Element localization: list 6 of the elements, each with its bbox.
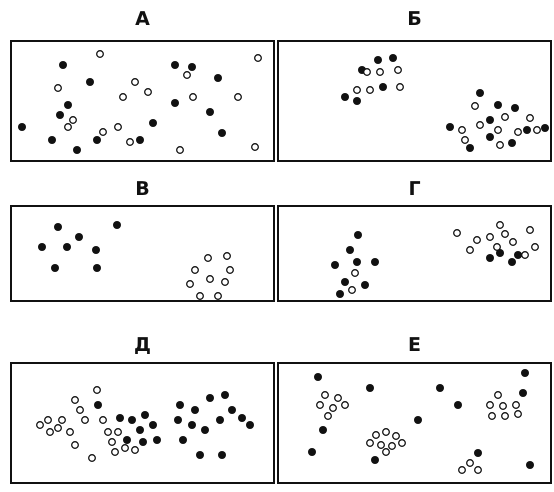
panel-heading: Г — [408, 178, 421, 200]
panel-heading: Д — [134, 334, 151, 356]
panel-heading: Б — [407, 8, 422, 30]
panel-heading: А — [135, 8, 150, 30]
panel-heading: В — [135, 178, 150, 200]
panel-heading: Е — [408, 334, 421, 356]
